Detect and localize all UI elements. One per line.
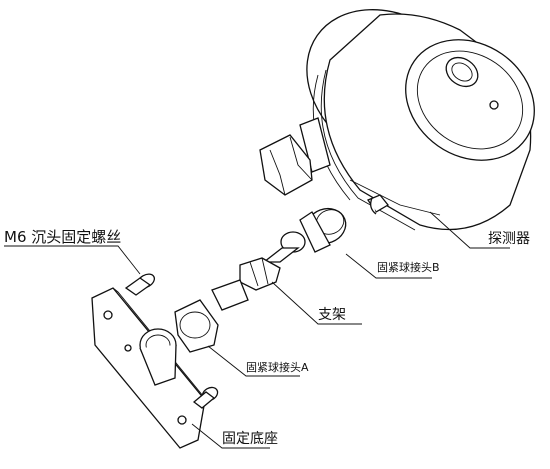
base-plate [91, 287, 209, 449]
m6-screw-lower [192, 386, 219, 409]
ball-joint-a [174, 299, 219, 353]
label-probe: 探测器 [488, 231, 530, 247]
probe-body [306, 9, 535, 231]
bracket [211, 231, 306, 311]
leader-lines [4, 211, 510, 449]
label-m6-screw: M6 沉头固定螺丝 [4, 228, 122, 246]
label-bracket: 支架 [318, 307, 346, 323]
label-base: 固定底座 [222, 431, 278, 447]
probe-mount-nut [259, 117, 331, 196]
label-ball-joint-a: 固紧球接头A [246, 361, 309, 374]
label-ball-joint-b: 固紧球接头B [377, 261, 440, 274]
ball-joint-b [299, 207, 347, 253]
m6-screw-upper [124, 273, 156, 296]
